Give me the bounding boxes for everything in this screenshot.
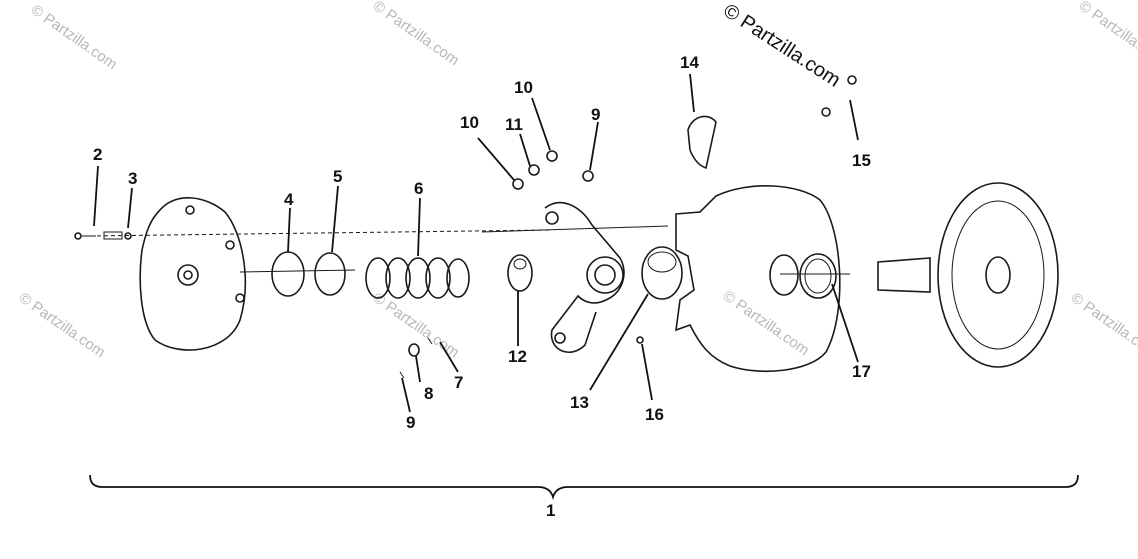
watermark-tiles: © Partzilla.com © Partzilla.com © Partzi… (16, 0, 1138, 361)
callout-2: 2 (93, 145, 102, 164)
callout-5: 5 (333, 167, 342, 186)
part-spring (365, 257, 470, 299)
part-roller-4 (271, 251, 305, 297)
callout-9b: 9 (591, 105, 600, 124)
part-roller-5 (314, 252, 346, 296)
part-ring-17 (799, 253, 837, 299)
part-left-cover (139, 197, 247, 351)
callout-13: 13 (570, 393, 589, 412)
callout-9a: 9 (406, 413, 415, 432)
part-shoe (687, 115, 717, 170)
watermark-tile: © Partzilla.com (720, 287, 813, 359)
watermark-tile: © Partzilla.com (370, 289, 463, 361)
part-ring (408, 343, 420, 357)
callout-11: 11 (505, 115, 523, 134)
leader-lines (93, 73, 859, 413)
part-bushing (507, 254, 533, 292)
callout-1: 1 (546, 501, 555, 520)
part-pin (399, 337, 433, 379)
watermark-tile: © Partzilla.com (1076, 0, 1138, 69)
copyright-watermark: © Partzilla.com (719, 0, 844, 92)
assembly-brace (89, 474, 1079, 501)
callout-16: 16 (645, 405, 664, 424)
watermark-tile: © Partzilla.com (16, 289, 109, 361)
watermark-tile: © Partzilla.com (28, 1, 121, 73)
callout-10a: 10 (460, 113, 479, 132)
part-bolt (103, 231, 132, 240)
callout-4: 4 (284, 190, 294, 209)
callout-17: 17 (852, 362, 871, 381)
assembly-axis (89, 225, 850, 275)
watermark-tile: © Partzilla.com (1068, 289, 1138, 361)
part-screws-15 (821, 75, 857, 117)
callout-8: 8 (424, 384, 433, 403)
part-spider-arm (544, 201, 625, 354)
part-hardware-top (512, 150, 594, 190)
watermark-tile: © Partzilla.com (370, 0, 463, 69)
callout-14: 14 (680, 53, 699, 72)
part-screw (74, 232, 96, 240)
part-moveable-sheave (675, 185, 841, 373)
callout-3: 3 (128, 169, 137, 188)
callout-12: 12 (508, 347, 527, 366)
callout-7: 7 (454, 373, 463, 392)
part-sleeve (641, 246, 683, 300)
part-screw-16 (636, 336, 644, 344)
part-fixed-sheave (877, 182, 1059, 368)
callout-15: 15 (852, 151, 871, 170)
callout-6: 6 (414, 179, 423, 198)
callout-labels: 1 2 3 4 5 6 7 8 9 9 10 10 11 12 13 14 15… (93, 53, 871, 520)
callout-10b: 10 (514, 78, 533, 97)
